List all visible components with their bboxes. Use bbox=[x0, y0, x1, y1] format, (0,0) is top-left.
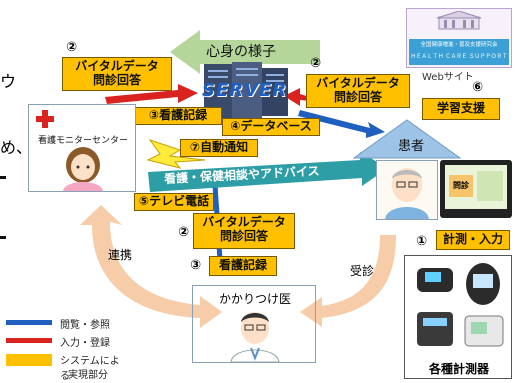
vital-right-line2: 問診回答 bbox=[333, 89, 382, 104]
devices-panel: 各種計測器 bbox=[404, 255, 512, 379]
database-box: ④データベース bbox=[222, 118, 320, 136]
legend-view-label: 閲覧・参照 bbox=[60, 320, 110, 331]
blue-arrow-right bbox=[298, 110, 385, 138]
website-badge: ⑥ bbox=[472, 80, 484, 95]
legend: 閲覧・参照 入力・登録 システムによる 実現部分 bbox=[6, 316, 126, 382]
body-scale-icon bbox=[417, 312, 453, 346]
red-arrow-left bbox=[105, 84, 198, 104]
nursing-record-top: ③看護記録 bbox=[134, 107, 222, 125]
visit-label: 受診 bbox=[350, 264, 375, 278]
learning-support-box: 学習支援 bbox=[422, 98, 500, 120]
website-thumbnail[interactable]: 全国健康増進・普及支援研究会 ＨＥＡＬＴＨ ＣＡＲＥ ＳＵＰＰＯＲＴ bbox=[406, 8, 512, 68]
vital-left-box: バイタルデータ 問診回答 bbox=[62, 57, 172, 91]
devices-icons bbox=[417, 263, 504, 347]
cut-dash-2 bbox=[0, 236, 6, 239]
tv-phone-box: ⑤テレビ電話 bbox=[134, 193, 214, 211]
devices-label: 各種計測器 bbox=[428, 362, 489, 376]
tv-device: 問診 bbox=[440, 160, 512, 218]
nursing-record-bottom-box: 看護記録 bbox=[209, 256, 277, 276]
elderly-man-icon bbox=[385, 168, 429, 219]
legend-system-label: システムによる bbox=[60, 356, 120, 382]
server-label: SERVER bbox=[202, 80, 288, 101]
legend-system-label2: 実現部分 bbox=[68, 370, 108, 381]
legend-system-swatch bbox=[6, 354, 52, 366]
green-arrow-shape bbox=[170, 30, 320, 74]
website-banner: 全国健康増進・普及支援研究会 ＨＥＡＬＴＨ ＣＡＲＥ ＳＵＰＰＯＲＴ bbox=[409, 39, 509, 65]
advice-band-shape bbox=[148, 152, 388, 192]
legend-view-swatch bbox=[6, 320, 52, 325]
monitor-center-panel: 看護モニターセンター bbox=[28, 104, 136, 192]
cut-text-2: め、 bbox=[0, 138, 33, 157]
auto-notify-box: ⑦自動通知 bbox=[180, 139, 258, 157]
vital-bottom-num: ② bbox=[178, 225, 190, 240]
patient-panel bbox=[376, 160, 438, 220]
vital-left-num: ② bbox=[66, 40, 78, 55]
tv-screen[interactable]: 問診 bbox=[445, 165, 507, 209]
vital-left-line1: バイタルデータ bbox=[75, 59, 159, 73]
doctor-label: かかりつけ医 bbox=[218, 292, 292, 306]
website-sign-line1: 全国健康増進・普及支援研究会 bbox=[420, 42, 498, 48]
mind-body-label: 心身の様子 bbox=[206, 44, 276, 60]
red-cross-icon bbox=[36, 110, 54, 128]
lightning-icon bbox=[146, 139, 206, 169]
doctor-icon bbox=[230, 312, 280, 362]
vital-bottom-box: バイタルデータ 問診回答 bbox=[193, 213, 295, 249]
cut-text-1: ウ bbox=[0, 72, 17, 91]
legend-input-swatch bbox=[6, 338, 52, 343]
monitor-center-label: 看護モニターセンター bbox=[37, 136, 128, 146]
cooperation-arrow-shape bbox=[80, 205, 222, 328]
vital-right-line1: バイタルデータ bbox=[316, 76, 400, 90]
tv-screen-text: 問診 bbox=[449, 175, 473, 197]
cooperation-label: 連携 bbox=[108, 248, 133, 262]
cut-dash bbox=[0, 176, 6, 179]
tv-screen-panel bbox=[477, 171, 503, 201]
vital-bottom-line2: 問診回答 bbox=[219, 228, 268, 243]
website-label: Webサイト bbox=[422, 72, 474, 83]
measure-input-num: ① bbox=[416, 234, 428, 249]
vital-left-line2: 問診回答 bbox=[92, 72, 141, 87]
vital-right-box: バイタルデータ 問診回答 bbox=[306, 74, 410, 108]
nursing-record-bottom-num: ③ bbox=[190, 258, 202, 273]
doctor-panel bbox=[192, 285, 316, 363]
visit-arrow-shape bbox=[300, 235, 396, 327]
website-sign-line2: ＨＥＡＬＴＨ ＣＡＲＥ ＳＵＰＰＯＲＴ bbox=[410, 54, 508, 60]
legend-input-label: 入力・登録 bbox=[60, 338, 110, 349]
server-node: SERVER bbox=[194, 60, 298, 122]
server-icon bbox=[204, 62, 288, 118]
building-icon bbox=[436, 11, 482, 30]
measure-input-box: 計測・入力 bbox=[436, 230, 510, 250]
patient-roof bbox=[352, 119, 462, 159]
vital-right-num: ② bbox=[310, 56, 322, 71]
nurse-icon bbox=[63, 147, 103, 191]
patient-label: 患者 bbox=[398, 139, 425, 154]
vital-bottom-line1: バイタルデータ bbox=[202, 215, 286, 229]
